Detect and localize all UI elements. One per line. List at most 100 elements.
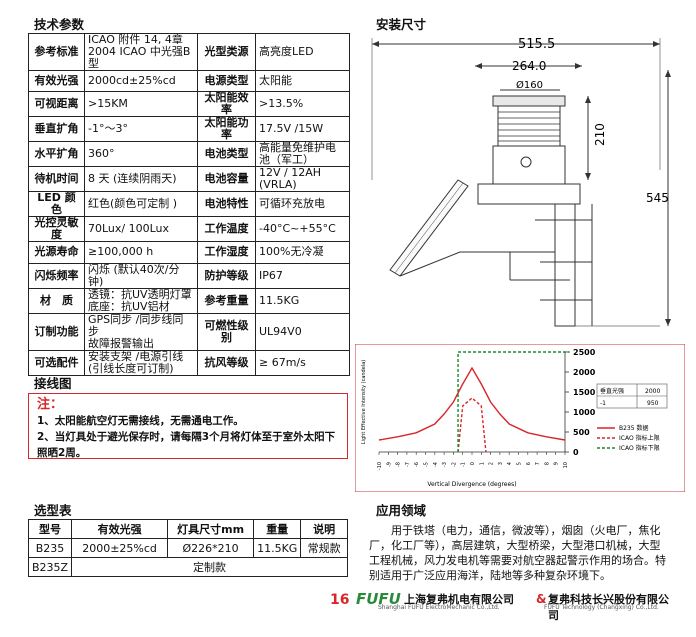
x-tick-label: 9	[554, 462, 560, 465]
x-tick-label: -5	[424, 462, 430, 467]
legend-label: ICAO 指标下限	[619, 444, 660, 452]
fufu-logo: FUFU	[356, 590, 401, 608]
spec-label: 垂直扩角	[28, 116, 85, 143]
wiring-heading: 接线图	[34, 376, 72, 391]
spec-label: 电池容量	[197, 166, 256, 193]
spec-label: 有效光强	[28, 69, 85, 93]
spec-label: 光源寿命	[28, 241, 85, 264]
spec-value: 360°	[84, 141, 198, 168]
spec-value: 17.5V /15W	[255, 116, 350, 143]
dim-height-1: 210	[593, 123, 607, 146]
spec-label: 参考重量	[197, 287, 256, 314]
spec-label: 太阳能功率	[197, 116, 256, 143]
spec-label: 电池特性	[197, 191, 256, 218]
x-tick-label: -6	[414, 462, 420, 467]
sel-header: 重量	[253, 519, 302, 539]
install-drawing: 515.5 264.0 Ø160 210 545	[371, 37, 671, 327]
sel-header: 型号	[27, 519, 73, 539]
spec-value: 安装支架 /电源引线 (引线长度可订制)	[84, 349, 198, 376]
spec-value: 透镜：抗UV透明灯罩 底座：抗UV铝材	[84, 287, 198, 314]
spec-label: 太阳能效率	[197, 91, 256, 118]
spec-value: IP67	[255, 262, 350, 289]
mini-table-cell: 垂直光强	[600, 387, 624, 395]
spec-value: 闪烁 (默认40次/分钟)	[84, 262, 198, 289]
sel-cell: B235Z	[27, 557, 73, 577]
x-tick-label: -4	[433, 462, 439, 467]
install-heading: 安装尺寸	[376, 17, 427, 32]
dim-panel: 264.0	[512, 59, 546, 73]
x-tick-label: -9	[386, 462, 392, 467]
sel-cell: 2000±25%cd	[71, 538, 169, 558]
spec-row: 可选配件安装支架 /电源引线 (引线长度可订制)抗风等级≥ 67m/s	[28, 349, 350, 376]
spec-label: 防护等级	[197, 262, 256, 289]
spec-label: 工作湿度	[197, 241, 256, 264]
spec-label: 水平扩角	[28, 141, 85, 168]
spec-label: 光型类源	[197, 33, 256, 71]
legend-label: ICAO 指标上限	[619, 434, 660, 442]
company-2-en: FUFU Technology (Changxing) Co.,Ltd.	[544, 604, 659, 611]
x-tick-label: 6	[526, 462, 532, 465]
spec-value: GPS同步 /同步线同步 故障报警输出	[84, 312, 198, 351]
spec-value: ICAO 附件 14, 4章 2004 ICAO 中光强B型	[84, 33, 198, 71]
spec-value: ≥ 67m/s	[255, 349, 350, 376]
note-line-2: 2、当灯具处于避光保存时，请每隔3个月将灯体至于室外太阳下照晒2周。	[37, 431, 336, 459]
x-axis-label: Vertical Divergence (degrees)	[427, 481, 516, 488]
spec-value: 12V / 12AH (VRLA)	[255, 166, 350, 193]
spec-label: 工作温度	[197, 216, 256, 243]
spec-label: 电源类型	[197, 69, 256, 93]
spec-value: >13.5%	[255, 91, 350, 118]
spec-value: 红色(颜色可定制 )	[84, 191, 198, 218]
note-line-1: 1、太阳能航空灯无需接线，无需通电工作。	[37, 415, 244, 427]
spec-value: 太阳能	[255, 69, 350, 93]
spec-value: 高能量免维护电 池（军工）	[255, 141, 350, 168]
spec-label: 订制功能	[28, 312, 85, 351]
dim-total: 515.5	[518, 37, 555, 52]
company-1: 上海复弗机电有限公司	[404, 593, 514, 606]
x-tick-label: 10	[563, 462, 569, 468]
y-tick-label: 1500	[573, 388, 596, 397]
spec-value: >15KM	[84, 91, 198, 118]
spec-value: -40°C~+55°C	[255, 216, 350, 243]
mini-table-cell: 2000	[645, 388, 660, 395]
x-tick-label: 7	[535, 462, 541, 465]
dim-height-2: 545	[646, 191, 669, 205]
y-tick-label: 1000	[573, 408, 596, 417]
chart-frame	[355, 344, 685, 492]
series-line	[457, 397, 487, 453]
x-tick-label: -3	[442, 462, 448, 467]
spec-value: 8 天 (连续阴雨天)	[84, 166, 198, 193]
x-tick-label: -1	[461, 462, 467, 467]
wiring-note: 注： 1、太阳能航空灯无需接线，无需通电工作。 2、当灯具处于避光保存时，请每隔…	[28, 393, 348, 459]
y-axis-label: Light Effective Intensity (candela)	[361, 360, 367, 444]
page-number: 16	[330, 592, 350, 608]
x-tick-label: 8	[544, 462, 550, 465]
spec-label: 电池类型	[197, 141, 256, 168]
x-tick-label: 2	[489, 462, 495, 465]
spec-label: 闪烁频率	[28, 262, 85, 289]
note-title: 注：	[37, 397, 64, 412]
sel-header: 说明	[300, 519, 348, 539]
dim-diameter: Ø160	[516, 79, 543, 91]
company-1-en: Shanghai FUFU ElectroMechanic Co.,Ltd.	[378, 604, 500, 611]
spec-value: 70Lux/ 100Lux	[84, 216, 198, 243]
spec-label: 材 质	[28, 287, 85, 314]
sel-cell: B235	[27, 538, 73, 558]
footer: 16 FUFU 上海复弗机电有限公司 & 复弗科技长兴股份有限公司 Shangh…	[330, 590, 670, 630]
mini-table-cell: -1	[600, 400, 606, 407]
spec-value: 11.5KG	[255, 287, 350, 314]
y-tick-label: 0	[573, 448, 579, 457]
y-tick-label: 500	[573, 428, 590, 437]
x-tick-label: 4	[507, 462, 513, 465]
x-tick-label: -7	[405, 462, 411, 467]
application-heading: 应用领域	[376, 503, 427, 518]
selection-heading: 选型表	[34, 503, 72, 518]
sel-cell: Ø226*210	[167, 538, 255, 558]
